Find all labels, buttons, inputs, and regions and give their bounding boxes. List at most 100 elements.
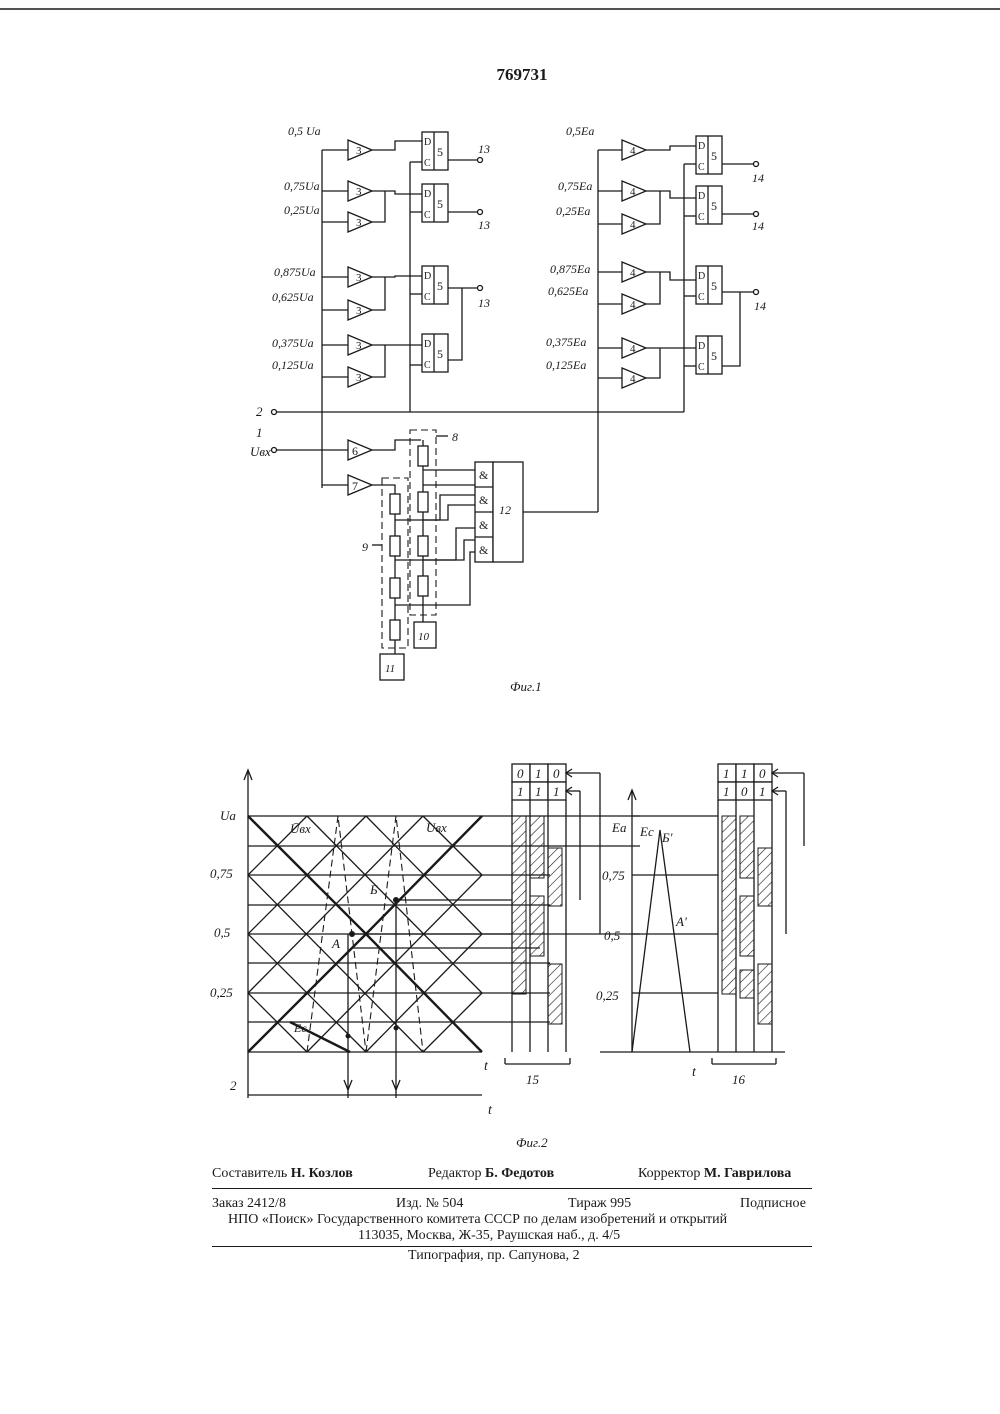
- subscription: Подписное: [740, 1196, 806, 1212]
- and-gate-3: &: [479, 518, 489, 532]
- svg-text:1: 1: [535, 766, 542, 781]
- trigger-e-2: DC 5: [696, 186, 722, 224]
- and-gate-1: &: [479, 468, 489, 482]
- svg-text:D: D: [698, 271, 705, 282]
- point-a2-label: А': [675, 914, 687, 929]
- level-075-label: 0,75: [210, 866, 233, 881]
- trigger-e-3: DC 5: [696, 266, 722, 304]
- figure-2-timing: Uа 0,75 0,5 0,25 2: [210, 764, 804, 1150]
- comparator-e-1: 4: [622, 140, 646, 160]
- svg-text:6: 6: [352, 444, 358, 458]
- terminal-2-label: 2: [256, 404, 263, 419]
- svg-text:12: 12: [499, 503, 511, 517]
- level-05-label: 0,5: [214, 925, 231, 940]
- svg-text:4: 4: [630, 373, 636, 385]
- organization: НПО «Поиск» Государственного комитета СС…: [228, 1212, 727, 1228]
- t-label-2: t: [488, 1103, 493, 1118]
- level-025-label: 0,25: [210, 985, 233, 1000]
- terminal-1-label: 1: [256, 425, 263, 440]
- u-level-1: 0,5 Uа: [288, 124, 321, 138]
- e-level-6: 0,375Eа: [546, 335, 586, 349]
- compiler: Составитель Н. Козлов: [212, 1166, 353, 1182]
- output-e-2: 14: [752, 219, 764, 233]
- svg-text:D: D: [698, 341, 705, 352]
- comparator-u-2: 3: [348, 181, 372, 201]
- comparator-u-5: 3: [348, 300, 372, 320]
- u-level-3: 0,25Uа: [284, 203, 320, 217]
- svg-text:D: D: [424, 271, 431, 282]
- amplifier-6: 6: [348, 440, 372, 460]
- svg-text:D: D: [424, 137, 431, 148]
- comparator-u-6: 3: [348, 335, 372, 355]
- and-gate-4: &: [479, 543, 489, 557]
- svg-text:0: 0: [741, 784, 748, 799]
- svg-text:1: 1: [723, 766, 730, 781]
- svg-text:1: 1: [759, 784, 766, 799]
- code-table-16: 1 1 0 1 0 1 16: [712, 764, 804, 1087]
- svg-text:5: 5: [711, 199, 717, 213]
- svg-text:C: C: [424, 158, 431, 169]
- block-9-label: 9: [362, 540, 368, 554]
- trigger-e-1: DC 5: [696, 136, 722, 174]
- output-u-3: 13: [478, 296, 490, 310]
- amplifier-7: 7: [348, 475, 372, 495]
- u-level-4: 0,875Uа: [274, 265, 316, 279]
- e-level-7: 0,125Eа: [546, 358, 586, 372]
- svg-text:3: 3: [356, 145, 362, 157]
- comparator-u-4: 3: [348, 267, 372, 287]
- e-level-2: 0,75Eа: [558, 179, 592, 193]
- point-b-label: Б: [369, 882, 378, 897]
- level2-025-label: 0,25: [596, 988, 619, 1003]
- e-level-4: 0,875Eа: [550, 262, 590, 276]
- comparator-e-2: 4: [622, 181, 646, 201]
- ubx-label: Uвх: [426, 820, 447, 835]
- svg-text:3: 3: [356, 340, 362, 352]
- svg-text:3: 3: [356, 272, 362, 284]
- svg-text:4: 4: [630, 186, 636, 198]
- level2-075-label: 0,75: [602, 868, 625, 883]
- comparator-e-3: 4: [622, 214, 646, 234]
- svg-text:16: 16: [732, 1072, 746, 1087]
- svg-text:C: C: [424, 210, 431, 221]
- svg-text:3: 3: [356, 372, 362, 384]
- svg-text:5: 5: [437, 197, 443, 211]
- u-level-7: 0,125Uа: [272, 358, 314, 372]
- order: Заказ 2412/8: [212, 1196, 286, 1212]
- figure-1-schematic: 3 3 3 3 3 3 3 0,5 Uа 0,75Uа 0,25Uа 0,875…: [250, 124, 766, 694]
- svg-text:5: 5: [437, 145, 443, 159]
- svg-text:4: 4: [630, 145, 636, 157]
- level2-05-label: 0,5: [604, 928, 621, 943]
- svg-text:5: 5: [711, 279, 717, 293]
- comparator-e-4: 4: [622, 262, 646, 282]
- svg-text:0: 0: [517, 766, 524, 781]
- svg-text:4: 4: [630, 299, 636, 311]
- t-label-3: t: [692, 1065, 697, 1080]
- svg-text:C: C: [698, 212, 705, 223]
- svg-text:15: 15: [526, 1072, 540, 1087]
- svg-text:0: 0: [553, 766, 560, 781]
- trigger-u-1: DC 5: [422, 132, 448, 170]
- output-u-2: 13: [478, 218, 490, 232]
- svg-text:4: 4: [630, 343, 636, 355]
- code-table-15: 0 1 0 1 1 1 15: [505, 764, 600, 1087]
- svg-text:5: 5: [711, 149, 717, 163]
- e-level-3: 0,25Eа: [556, 204, 590, 218]
- editor: Редактор Б. Федотов: [428, 1166, 554, 1182]
- comparator-u-3: 3: [348, 212, 372, 232]
- e-level-1: 0,5Eа: [566, 124, 594, 138]
- svg-text:7: 7: [352, 479, 358, 493]
- ec-triangle: [632, 830, 690, 1052]
- svg-text:C: C: [698, 292, 705, 303]
- point-b2-label: Б': [661, 830, 673, 845]
- comparator-e-6: 4: [622, 338, 646, 358]
- comparator-e-7: 4: [622, 368, 646, 388]
- trigger-e-4: DC 5: [696, 336, 722, 374]
- printing-house: Типография, пр. Сапунова, 2: [408, 1248, 580, 1264]
- output-e-1: 14: [752, 171, 764, 185]
- svg-text:C: C: [698, 162, 705, 173]
- svg-text:3: 3: [356, 186, 362, 198]
- svg-text:1: 1: [741, 766, 748, 781]
- svg-text:5: 5: [437, 279, 443, 293]
- svg-text:0: 0: [759, 766, 766, 781]
- trigger-u-2: DC 5: [422, 184, 448, 222]
